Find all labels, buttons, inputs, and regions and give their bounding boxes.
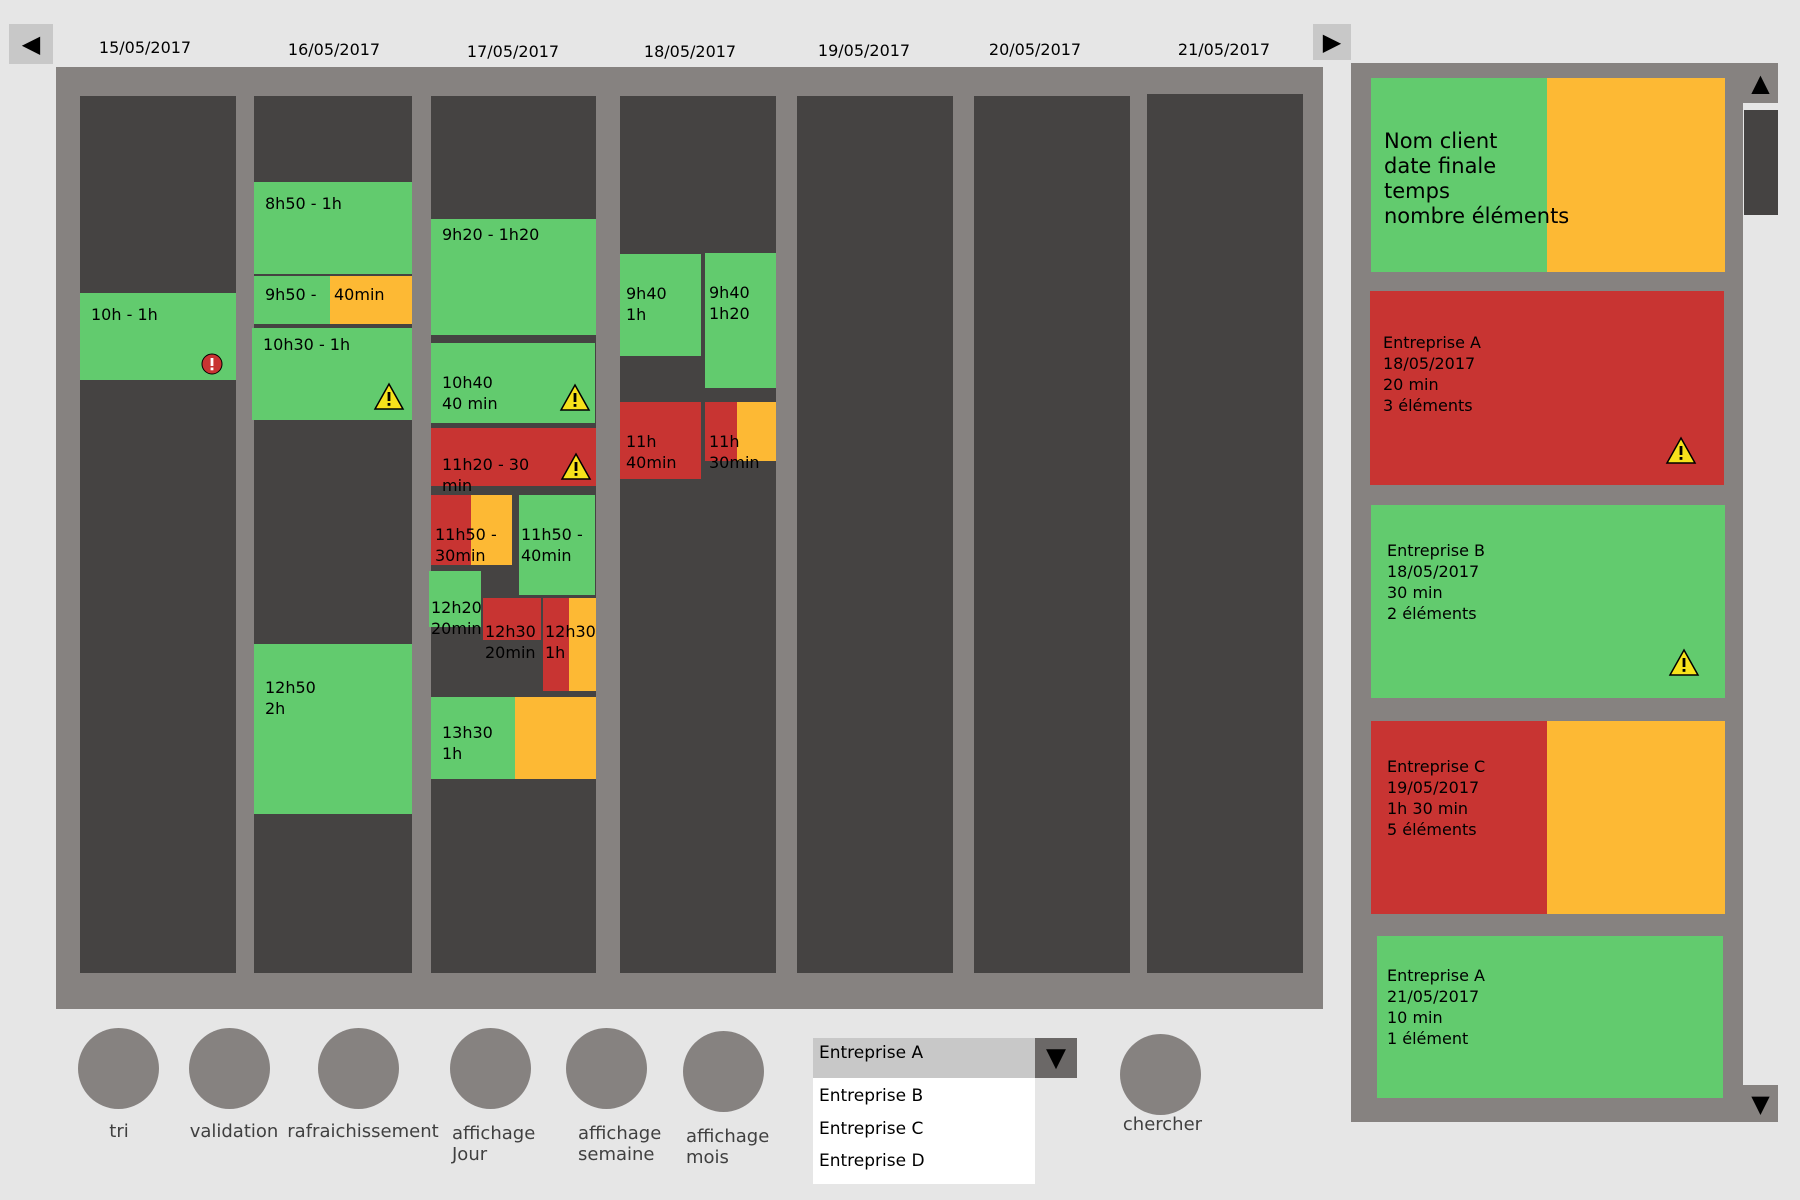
warning-icon (373, 382, 405, 410)
company-options-list: Entreprise B Entreprise C Entreprise D (813, 1078, 1035, 1184)
order-card[interactable]: Entreprise A 21/05/2017 10 min 1 élément (1377, 936, 1723, 1098)
appointment-block[interactable]: 12h50 2h (254, 644, 412, 814)
prev-week-button[interactable]: ◀ (9, 24, 53, 64)
scrollbar-track[interactable] (1743, 63, 1778, 1122)
month-view-button-label: affichage mois (686, 1126, 770, 1168)
appointment-block[interactable]: 11h50 - 40min (519, 495, 595, 595)
validate-button[interactable] (189, 1028, 270, 1109)
appointment-block[interactable]: 9h40 1h20 (705, 253, 776, 388)
company-option[interactable]: Entreprise B (819, 1086, 924, 1106)
appointment-block[interactable]: 9h40 1h (620, 254, 701, 356)
order-card[interactable]: Entreprise B 18/05/2017 30 min 2 élément… (1371, 505, 1725, 698)
warning-icon (1668, 648, 1700, 676)
appointment-block[interactable]: 10h - 1h (80, 293, 236, 380)
day-column[interactable] (974, 96, 1130, 973)
sort-button-label: tri (109, 1121, 129, 1142)
date-header: 19/05/2017 (817, 41, 911, 60)
date-header: 16/05/2017 (287, 40, 381, 59)
arrow-down-icon: ▼ (1751, 1089, 1770, 1118)
week-view-button[interactable] (566, 1028, 647, 1109)
refresh-button[interactable] (318, 1028, 399, 1109)
validate-button-label: validation (189, 1121, 279, 1142)
sort-button[interactable] (78, 1028, 159, 1109)
day-column[interactable] (797, 96, 953, 973)
date-header: 20/05/2017 (988, 40, 1082, 59)
scroll-down-button[interactable]: ▼ (1743, 1085, 1778, 1122)
appointment-block[interactable]: 10h40 40 min (431, 343, 595, 423)
month-view-button[interactable] (683, 1031, 764, 1112)
appointment-block[interactable]: 10h30 - 1h (252, 328, 412, 420)
appointment-block[interactable]: 13h30 1h (431, 697, 596, 779)
arrow-right-icon: ▶ (1322, 28, 1342, 56)
day-column[interactable] (620, 96, 776, 973)
arrow-up-icon: ▲ (1751, 69, 1770, 97)
order-card-legend: Nom client date finale temps nombre élém… (1371, 78, 1725, 272)
appointment-block[interactable]: 11h 30min (705, 402, 776, 472)
appointment-block[interactable]: 8h50 - 1h (254, 182, 412, 274)
scrollbar-thumb[interactable] (1744, 110, 1778, 215)
date-header: 17/05/2017 (466, 42, 560, 61)
company-option[interactable]: Entreprise C (819, 1119, 924, 1139)
date-header: 18/05/2017 (643, 42, 737, 61)
order-card[interactable]: Entreprise C 19/05/2017 1h 30 min 5 élém… (1371, 721, 1725, 914)
appointment-block[interactable]: 9h50 - 40min (254, 276, 412, 324)
week-view-button-label: affichage semaine (578, 1123, 662, 1165)
warning-icon (560, 452, 592, 480)
next-week-button[interactable]: ▶ (1313, 24, 1351, 60)
order-card[interactable]: Entreprise A 18/05/2017 20 min 3 élément… (1370, 291, 1724, 485)
refresh-button-label: rafraichissement (287, 1121, 439, 1142)
day-view-button[interactable] (450, 1028, 531, 1109)
error-icon (201, 353, 223, 375)
appointment-block[interactable]: 11h20 - 30 min (431, 428, 596, 495)
appointment-block[interactable]: 11h 40min (620, 402, 701, 479)
company-select[interactable]: Entreprise A (813, 1038, 1035, 1078)
chevron-down-icon: ▼ (1046, 1043, 1066, 1073)
appointment-block[interactable]: 9h20 - 1h20 (431, 219, 596, 335)
appointment-block[interactable]: 12h30 20min (483, 598, 541, 662)
warning-icon (1665, 436, 1697, 464)
date-header: 21/05/2017 (1177, 40, 1271, 59)
search-button[interactable] (1120, 1034, 1201, 1115)
day-column[interactable] (1147, 94, 1303, 973)
date-header: 15/05/2017 (98, 38, 192, 57)
search-button-label: chercher (1122, 1114, 1203, 1135)
appointment-block[interactable]: 12h30 1h (543, 598, 596, 691)
arrow-left-icon: ◀ (21, 30, 41, 58)
scroll-up-button[interactable]: ▲ (1743, 63, 1778, 103)
company-option[interactable]: Entreprise D (819, 1151, 925, 1171)
day-column[interactable] (80, 96, 236, 973)
appointment-block[interactable]: 12h20 20min (429, 571, 482, 638)
appointment-block[interactable]: 11h50 - 30min (431, 495, 512, 565)
warning-icon (559, 383, 591, 411)
day-view-button-label: affichage Jour (452, 1123, 536, 1165)
company-select-toggle[interactable]: ▼ (1035, 1038, 1077, 1078)
